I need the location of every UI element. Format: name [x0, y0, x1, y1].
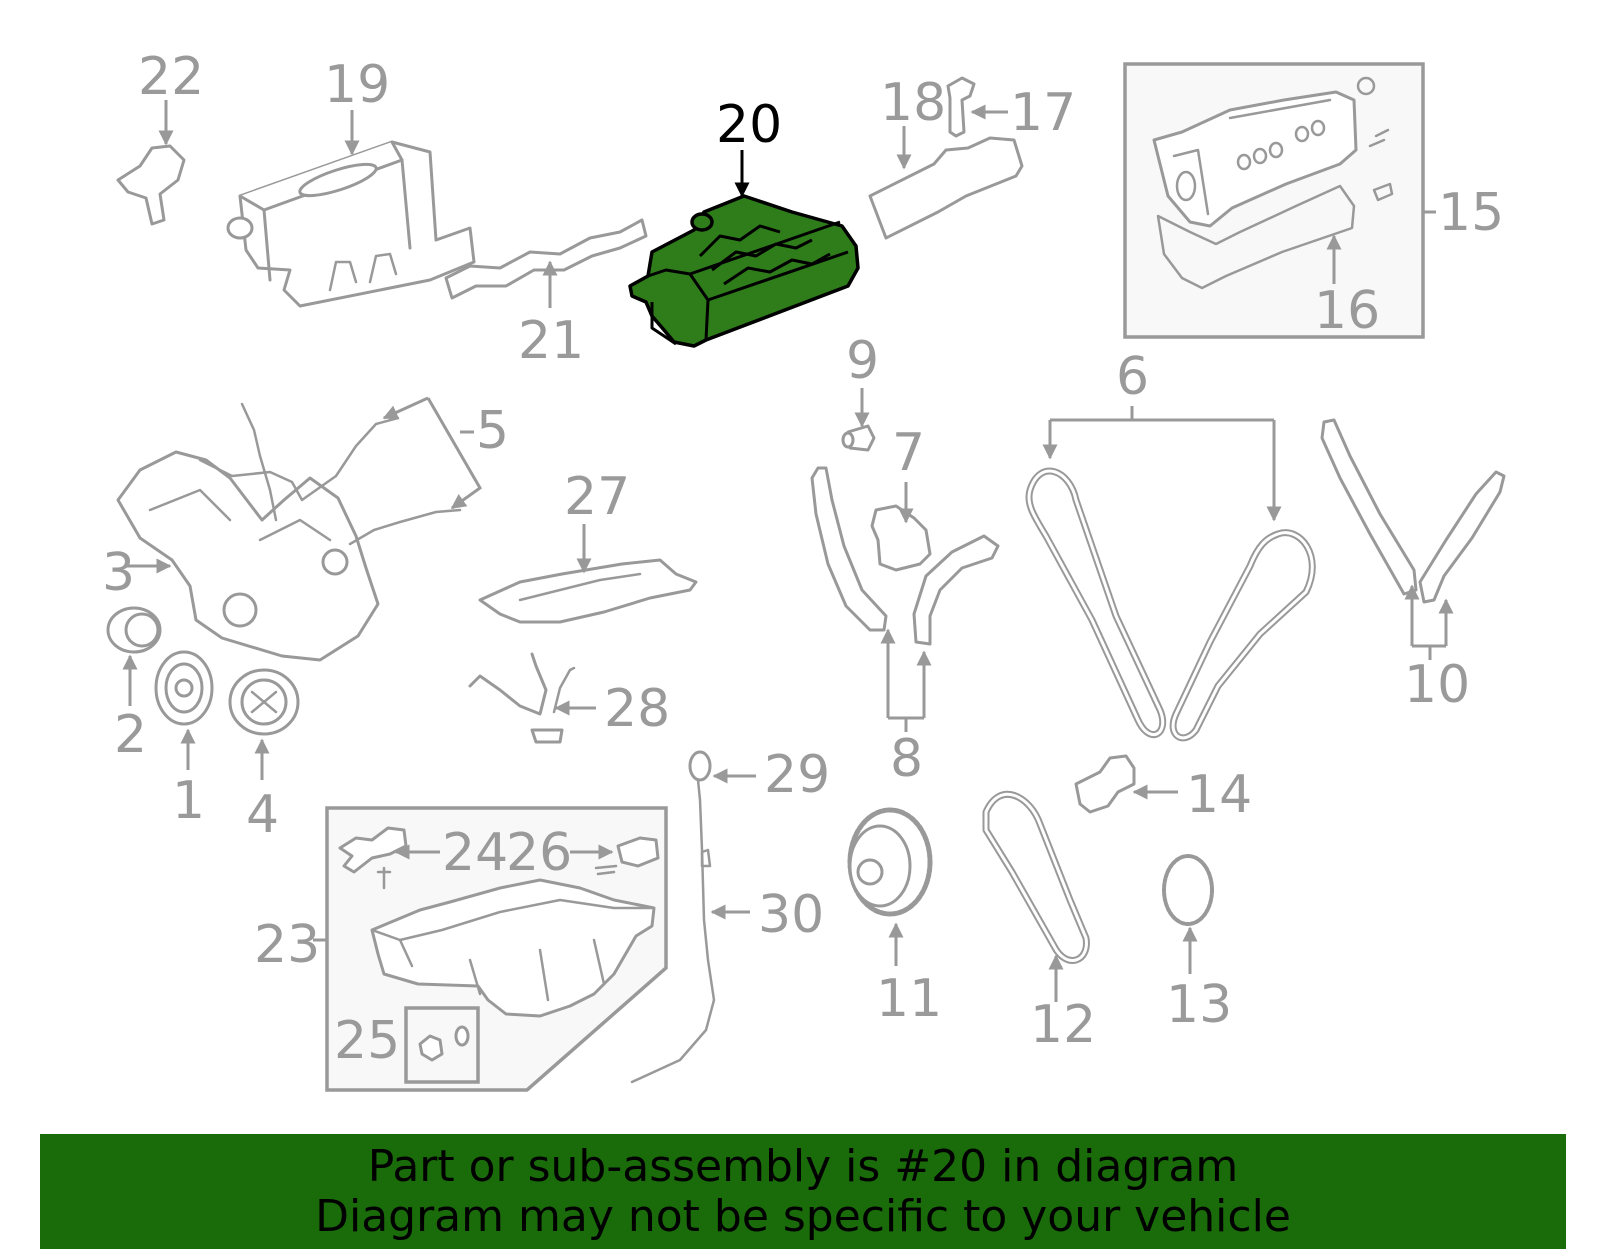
part-23-oil-pan[interactable] — [313, 878, 656, 1018]
part-13-ring[interactable] — [1162, 854, 1214, 974]
callout-18: 18 — [880, 73, 946, 133]
part-24-bracket[interactable] — [338, 826, 440, 890]
part-28-oil-pickup[interactable] — [468, 652, 596, 744]
part-27-oil-baffle[interactable] — [478, 524, 698, 624]
part-17-bolt[interactable] — [946, 76, 1008, 138]
callout-19: 19 — [324, 55, 390, 115]
part-2-seal[interactable] — [106, 606, 162, 706]
part-29-dipstick-handle[interactable] — [688, 750, 756, 802]
banner-line-part: Part or sub-assembly is #20 in diagram — [367, 1141, 1239, 1192]
part-3-timing-cover[interactable] — [116, 450, 380, 662]
callout-20: 20 — [716, 95, 782, 155]
callout-21: 21 — [518, 311, 584, 371]
callout-24: 24 — [442, 823, 508, 883]
callout-30: 30 — [758, 885, 824, 945]
part-20-highlighted-component[interactable] — [628, 150, 860, 348]
callout-8: 8 — [890, 729, 923, 789]
callout-3: 3 — [102, 543, 135, 603]
part-5-timing-cover-gaskets[interactable] — [198, 396, 482, 546]
callout-9: 9 — [846, 331, 879, 391]
part-15-valve-cover[interactable] — [1152, 76, 1394, 228]
callout-16: 16 — [1314, 281, 1380, 341]
callout-26: 26 — [506, 823, 572, 883]
callout-23: 23 — [254, 915, 320, 975]
part-14-sensor[interactable] — [1074, 754, 1178, 814]
callout-14: 14 — [1186, 765, 1252, 825]
part-16-valve-cover-gasket[interactable] — [1156, 184, 1356, 290]
info-banner: Part or sub-assembly is #20 in diagram D… — [40, 1134, 1566, 1249]
callout-11: 11 — [876, 969, 942, 1029]
callout-29: 29 — [764, 745, 830, 805]
callout-27: 27 — [564, 467, 630, 527]
callout-13: 13 — [1166, 975, 1232, 1035]
callout-6: 6 — [1116, 347, 1149, 407]
callout-17: 17 — [1010, 83, 1076, 143]
callout-25: 25 — [334, 1011, 400, 1071]
callout-5: 5 — [476, 401, 509, 461]
callout-7: 7 — [892, 423, 925, 483]
part-12-chain[interactable] — [982, 790, 1090, 1002]
part-10-chain-guides[interactable] — [1320, 418, 1506, 660]
callout-2: 2 — [114, 705, 147, 765]
callout-4: 4 — [246, 785, 279, 845]
callout-15: 15 — [1438, 183, 1504, 243]
callout-28: 28 — [604, 679, 670, 739]
part-18-cover[interactable] — [868, 126, 1024, 240]
part-19-intake-manifold[interactable] — [226, 110, 476, 308]
part-9-pin[interactable] — [841, 388, 876, 452]
callout-labels: 22 19 20 18 17 15 16 21 9 6 5 7 27 3 10 … — [102, 47, 1504, 1071]
part-22-sensor[interactable] — [116, 100, 186, 226]
part-21-gasket[interactable] — [444, 218, 648, 308]
part-11-sprocket[interactable] — [847, 807, 933, 966]
part-1-pulley[interactable] — [154, 650, 214, 770]
part-26-sensor[interactable] — [570, 836, 660, 876]
part-30-dipstick-tube[interactable] — [630, 798, 750, 1084]
part-25-drain-plug[interactable] — [418, 1025, 470, 1062]
part-6-timing-chains[interactable] — [1025, 406, 1316, 742]
callout-1: 1 — [172, 771, 205, 831]
part-8-chain-guides[interactable] — [810, 466, 1000, 732]
callout-10: 10 — [1404, 655, 1470, 715]
part-7-tensioner[interactable] — [870, 482, 932, 572]
callout-12: 12 — [1030, 995, 1096, 1055]
part-4-damper[interactable] — [228, 668, 300, 780]
callout-22: 22 — [138, 47, 204, 107]
banner-line-disclaimer: Diagram may not be specific to your vehi… — [315, 1191, 1291, 1242]
